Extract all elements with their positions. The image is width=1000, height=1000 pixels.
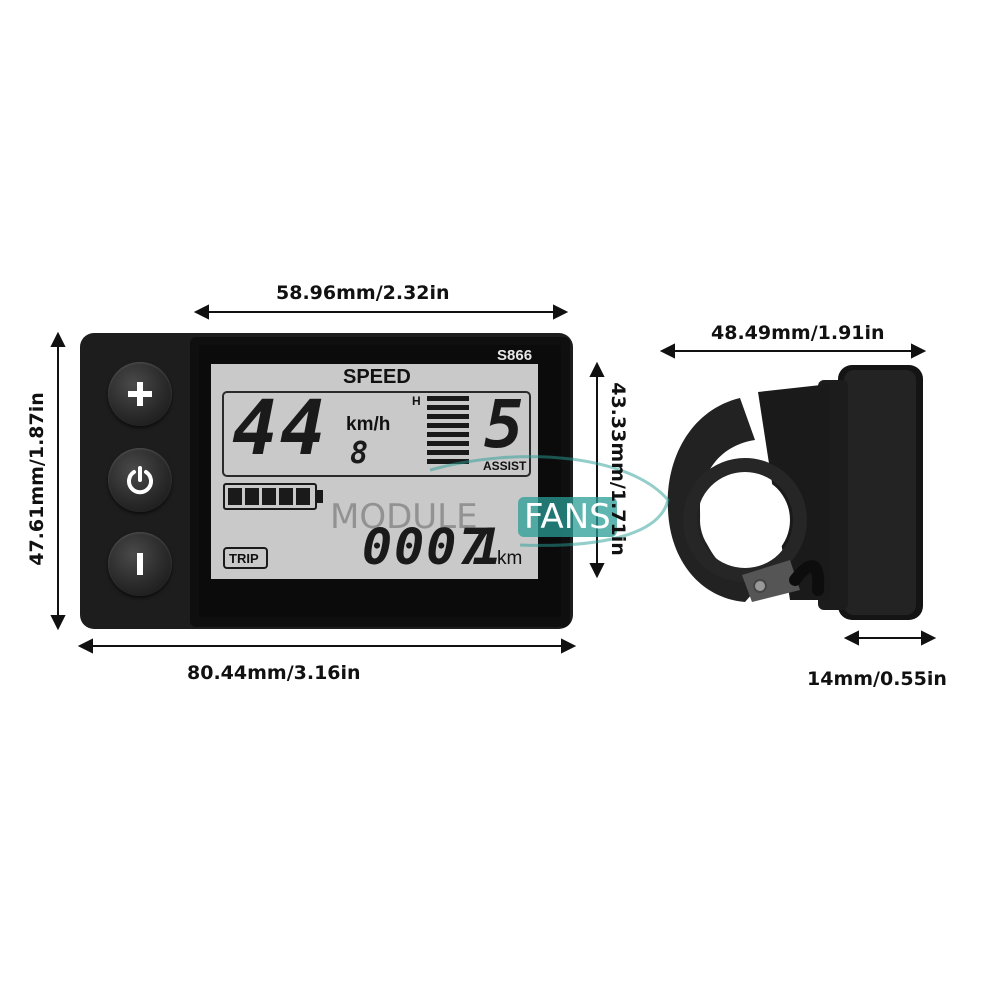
plus-button[interactable] (108, 362, 172, 426)
power-icon (127, 466, 153, 495)
watermark-fans: FANS (518, 497, 617, 537)
minus-icon (137, 553, 143, 575)
speed-value: 44 (232, 383, 328, 472)
level-label: H (412, 394, 421, 408)
dimension-body-width: 80.44mm/3.16in (187, 662, 361, 684)
speed-label: SPEED (343, 366, 411, 388)
display-unit-side (667, 365, 923, 620)
speed-unit: km/h (346, 414, 391, 435)
battery-indicator (223, 483, 323, 510)
trip-badge-frame (223, 547, 268, 569)
minus-button[interactable] (108, 532, 172, 596)
power-button[interactable] (108, 448, 172, 512)
plus-icon (128, 382, 152, 406)
dimension-side-width: 48.49mm/1.91in (711, 322, 885, 344)
assist-value: 5 (484, 386, 526, 463)
assist-level-bars (427, 396, 469, 464)
trip-label: TRIP (229, 551, 259, 566)
dimension-display-width: 58.96mm/2.32in (276, 282, 450, 304)
watermark-swoosh (429, 455, 670, 547)
assist-label: ASSIST (483, 459, 527, 473)
trip-value: 0007 (362, 518, 491, 576)
model-label: S866 (497, 347, 533, 364)
watermark-module: MODULE (330, 497, 478, 537)
lcd-active-area (211, 364, 538, 579)
dimension-side-depth: 14mm/0.55in (807, 668, 947, 690)
speed-panel-frame (222, 391, 531, 477)
trip-unit: km (497, 548, 523, 569)
trip-decimal: 1 (472, 518, 505, 576)
speed-sub-value: 8 (350, 436, 371, 471)
dimension-body-height: 47.61mm/1.87in (26, 392, 48, 566)
dimension-arrows (50, 304, 937, 654)
dimension-display-height: 43.33mm/1.71in (607, 382, 629, 556)
